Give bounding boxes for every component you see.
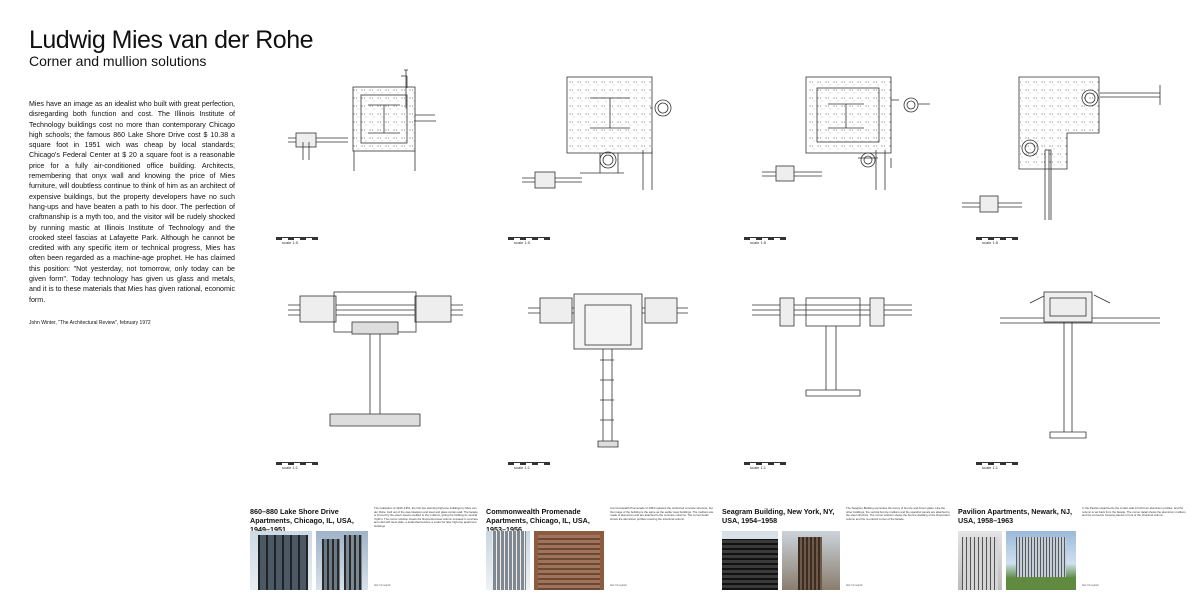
project-photo-exterior <box>486 531 530 590</box>
project-title: Pavilion Apartments, Newark, NJ, USA, 19… <box>958 507 1072 525</box>
project-text: The realisation of 1949–1951, the first … <box>374 506 478 528</box>
photo-credit: foto: hb.nu/pub <box>610 584 627 587</box>
project-panel-commonwealth: Commonwealth Promenade Apartments, Chica… <box>486 506 713 590</box>
project-title: Commonwealth Promenade Apartments, Chica… <box>486 507 590 534</box>
project-panel-seagram: Seagram Building, New York, NY, USA, 195… <box>722 506 950 590</box>
project-text: In the Pavilion Apartments the curtain w… <box>1082 506 1186 517</box>
mullion-detail-seagram <box>752 297 912 397</box>
project-photo-exterior <box>958 531 1002 590</box>
project-panel-pavilion: Pavilion Apartments, Newark, NJ, USA, 19… <box>958 506 1186 590</box>
technical-drawings <box>288 69 1161 448</box>
project-photo-exterior <box>722 531 778 590</box>
project-photo-facade <box>782 531 840 590</box>
project-title: 860–880 Lake Shore Drive Apartments, Chi… <box>250 507 354 534</box>
corner-detail-pavilion <box>962 76 1161 220</box>
page-title: Ludwig Mies van der Rohe <box>29 26 314 54</box>
corner-detail-commonwealth <box>522 76 672 190</box>
mullion-detail-pavilion <box>1000 291 1160 439</box>
photo-credit: foto: hb.nu/pub <box>374 584 391 587</box>
mullion-detail-lake-shore <box>288 291 463 427</box>
project-photo-facade <box>316 531 368 590</box>
corner-detail-lake-shore <box>288 69 436 171</box>
project-title: Seagram Building, New York, NY, USA, 195… <box>722 507 835 525</box>
project-photo-facade <box>1006 531 1076 590</box>
project-panel-lake-shore: 860–880 Lake Shore Drive Apartments, Chi… <box>250 506 478 590</box>
corner-detail-seagram <box>762 76 930 190</box>
photo-credit: foto: hb.nu/pub <box>1082 584 1099 587</box>
intro-text: Mies have an image as an idealist who bu… <box>29 100 235 304</box>
project-text: The Seagram Building expresses the luxur… <box>846 506 950 521</box>
project-text: Commonwealth Promenade of 1953 replaced … <box>610 506 714 521</box>
page-subtitle: Corner and mullion solutions <box>29 53 207 69</box>
mullion-detail-commonwealth <box>528 293 688 448</box>
project-photo-exterior <box>250 531 312 590</box>
project-photo-facade <box>534 531 604 590</box>
photo-credit: foto: hb.nu/pub <box>846 584 863 587</box>
intro-citation: John Winter, "The Architectural Review",… <box>29 320 151 326</box>
